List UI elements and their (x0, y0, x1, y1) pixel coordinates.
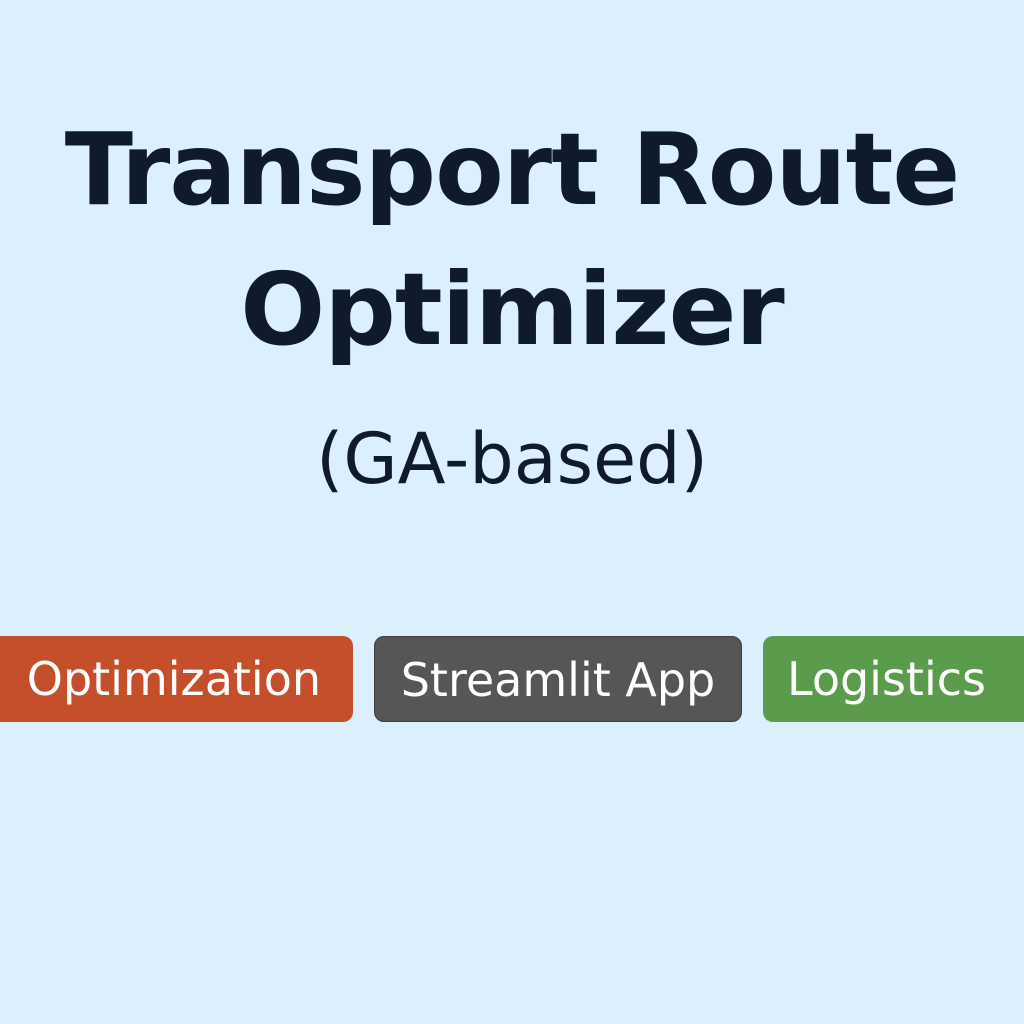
page-subtitle: (GA-based) (316, 418, 708, 500)
page-title: Transport Route Optimizer (0, 100, 1024, 380)
tag-badge-row: Optimization Streamlit App Logistics (0, 636, 1024, 724)
tag-badge-optimization: Optimization (0, 636, 353, 722)
tag-badge-streamlit-app: Streamlit App (374, 636, 742, 722)
page-title-line-1: Transport Route (64, 111, 960, 228)
page-title-line-2: Optimizer (240, 251, 785, 368)
tag-badge-logistics: Logistics (763, 636, 1024, 722)
